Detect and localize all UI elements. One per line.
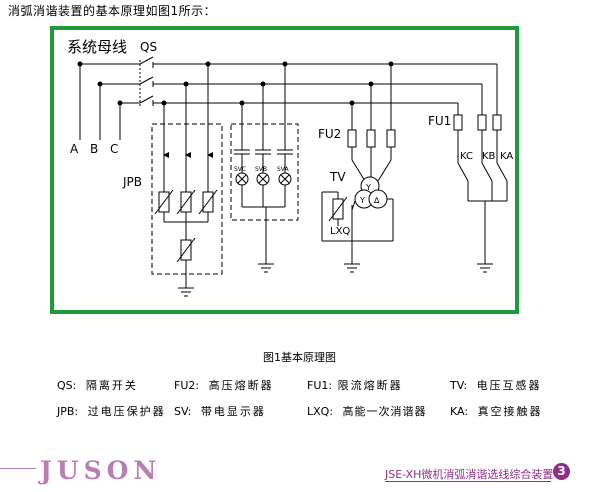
fu1-fuse-3 [492,114,502,131]
legend-code: QS: [57,379,77,392]
legend-text: 高能一次消谐器 [342,405,427,418]
ka-label: KA [500,151,513,162]
phase-label-b: B [90,142,98,156]
legend-text: 真空接触器 [477,405,543,418]
legend-code: FU2: [174,379,200,392]
legend-item-ka: KA: 真空接触器 [450,403,543,419]
jpb-box [151,123,223,275]
footer-rule [385,481,551,482]
legend-text: 电压互感器 [476,379,542,392]
brand-rule [0,468,36,469]
legend-item-fu2: FU2: 高压熔断器 [174,377,274,393]
brand-logo: JUSON [40,456,162,485]
legend-text: 隔离开关 [85,379,138,392]
legend-code: LXQ: [307,405,334,418]
fu2-label: FU2 [318,127,341,141]
lxq-label: LXQ [330,226,350,237]
phase-label-c: C [110,142,118,156]
schematic-diagram: 系统母线 QS A B C JPB SVC SVB SVA FU2 TV Y Y… [50,26,519,314]
legend-code: FU1: [307,379,333,392]
qs-blade-b [139,76,154,85]
bus-title: 系统母线 [67,38,127,56]
kc-contact [457,162,469,182]
qs-blade-c [139,95,154,104]
tv-winding-label-1: Y [365,183,371,192]
ka-contact [496,162,508,182]
legend-item-lxq: LXQ: 高能一次消谐器 [307,403,427,419]
fu1-fuse-1 [453,114,463,131]
kc-label: KC [460,151,473,162]
fu1-label: FU1 [428,114,451,128]
legend-code: JPB: [57,405,79,418]
sv-label-c: SVC [234,166,246,173]
jpb-label: JPB [122,175,142,189]
legend-item-fu1: FU1: 限流熔断器 [307,377,403,393]
legend-text: 带电显示器 [200,405,266,418]
diagram-frame [50,26,519,314]
intro-text: 消弧消谐装置的基本原理如图1所示： [8,4,217,18]
sv-label-b: SVB [255,166,267,173]
kb-contact [481,162,493,182]
legend-text: 过电压保护器 [87,405,166,418]
tv-winding-label-2: Y [359,196,365,205]
legend-code: SV: [174,405,192,418]
sv-box [230,123,299,221]
qs-blade-a [139,56,154,65]
legend-code: TV: [450,379,468,392]
fu2-fuse-2 [366,129,376,148]
fu1-fuse-2 [477,114,487,131]
qs-label: QS [140,40,157,54]
page-number: 3 [553,463,570,480]
footer-title: JSE-XH微机消弧消谐选线综合装置 [385,468,554,481]
fu2-fuse-3 [386,129,396,148]
figure-caption: 图1基本原理图 [263,351,336,364]
legend-text: 高压熔断器 [208,379,274,392]
tv-winding-label-3: ∆ [373,196,380,205]
legend-item-qs: QS: 隔离开关 [57,377,138,393]
sv-label-a: SVA [277,166,290,173]
fu2-fuse-1 [347,129,357,148]
legend-item-jpb: JPB: 过电压保护器 [57,403,166,419]
legend-code: KA: [450,405,469,418]
kb-label: KB [482,151,496,162]
tv-label: TV [329,170,346,184]
legend-item-sv: SV: 带电显示器 [174,403,266,419]
legend-item-tv: TV: 电压互感器 [450,377,542,393]
legend-text: 限流熔断器 [337,379,403,392]
phase-label-a: A [70,142,79,156]
